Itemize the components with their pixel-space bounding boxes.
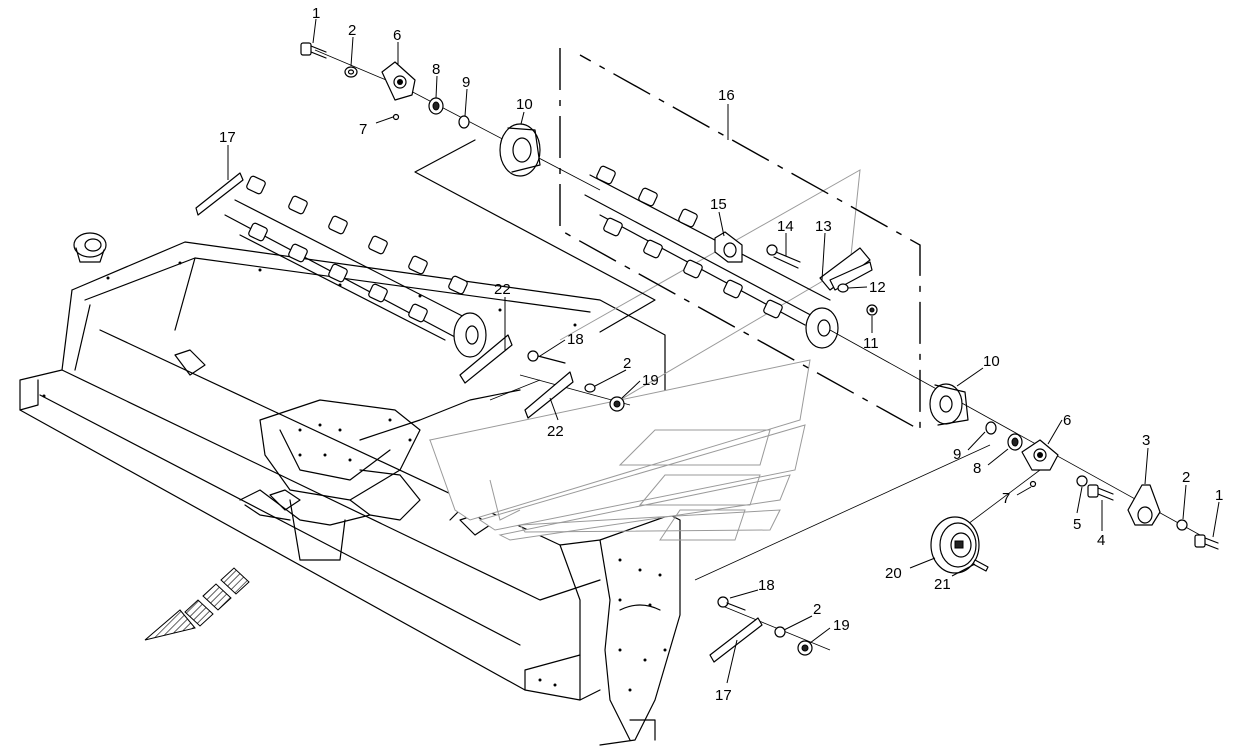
part-label: 2 [1182,469,1190,486]
parts [144,42,1219,663]
part-label: 10 [983,353,1000,370]
part-label: 2 [348,22,356,39]
part-label: 22 [547,423,564,440]
part-label: 12 [869,279,886,296]
bolt-1-top [300,42,327,59]
part-label: 17 [219,129,236,146]
part-label: 1 [312,5,320,22]
part-number-labels: 1 2 6 7 8 9 10 16 17 15 14 13 12 11 22 1… [219,5,1223,704]
part-label: 11 [863,335,879,352]
part-label: 7 [359,121,367,138]
part-label: 19 [642,372,659,389]
part-label: 2 [623,355,631,372]
shaft-axis-lines [314,49,1201,651]
part-label: 21 [934,576,951,593]
part-label: 18 [758,577,775,594]
part-label: 17 [715,687,732,704]
part-label: 20 [885,565,902,582]
part-label: 2 [813,601,821,618]
part-label: 8 [973,460,981,477]
part-label: 14 [777,218,794,235]
part-label: 8 [432,61,440,78]
part-label: 6 [1063,412,1071,429]
rotor-flails-right [584,165,839,349]
part-label: 4 [1097,532,1105,549]
callout-leaders [227,18,1220,684]
part-label: 9 [953,446,961,463]
part-label: 3 [1142,432,1150,449]
part-label: 7 [1002,490,1010,507]
part-label: 13 [815,218,832,235]
rotor-flails-left [224,175,487,358]
part-label: 10 [516,96,533,113]
part-label: 15 [710,196,727,213]
part-label: 5 [1073,516,1081,533]
part-label: 16 [718,87,735,104]
part-label: 18 [567,331,584,348]
watermark-logo [429,169,861,541]
part-label: 22 [494,281,511,298]
part-label: 1 [1215,487,1223,504]
part-label: 19 [833,617,850,634]
mulcher-housing [19,232,701,746]
part-label: 6 [393,27,401,44]
part-label: 9 [462,74,470,91]
